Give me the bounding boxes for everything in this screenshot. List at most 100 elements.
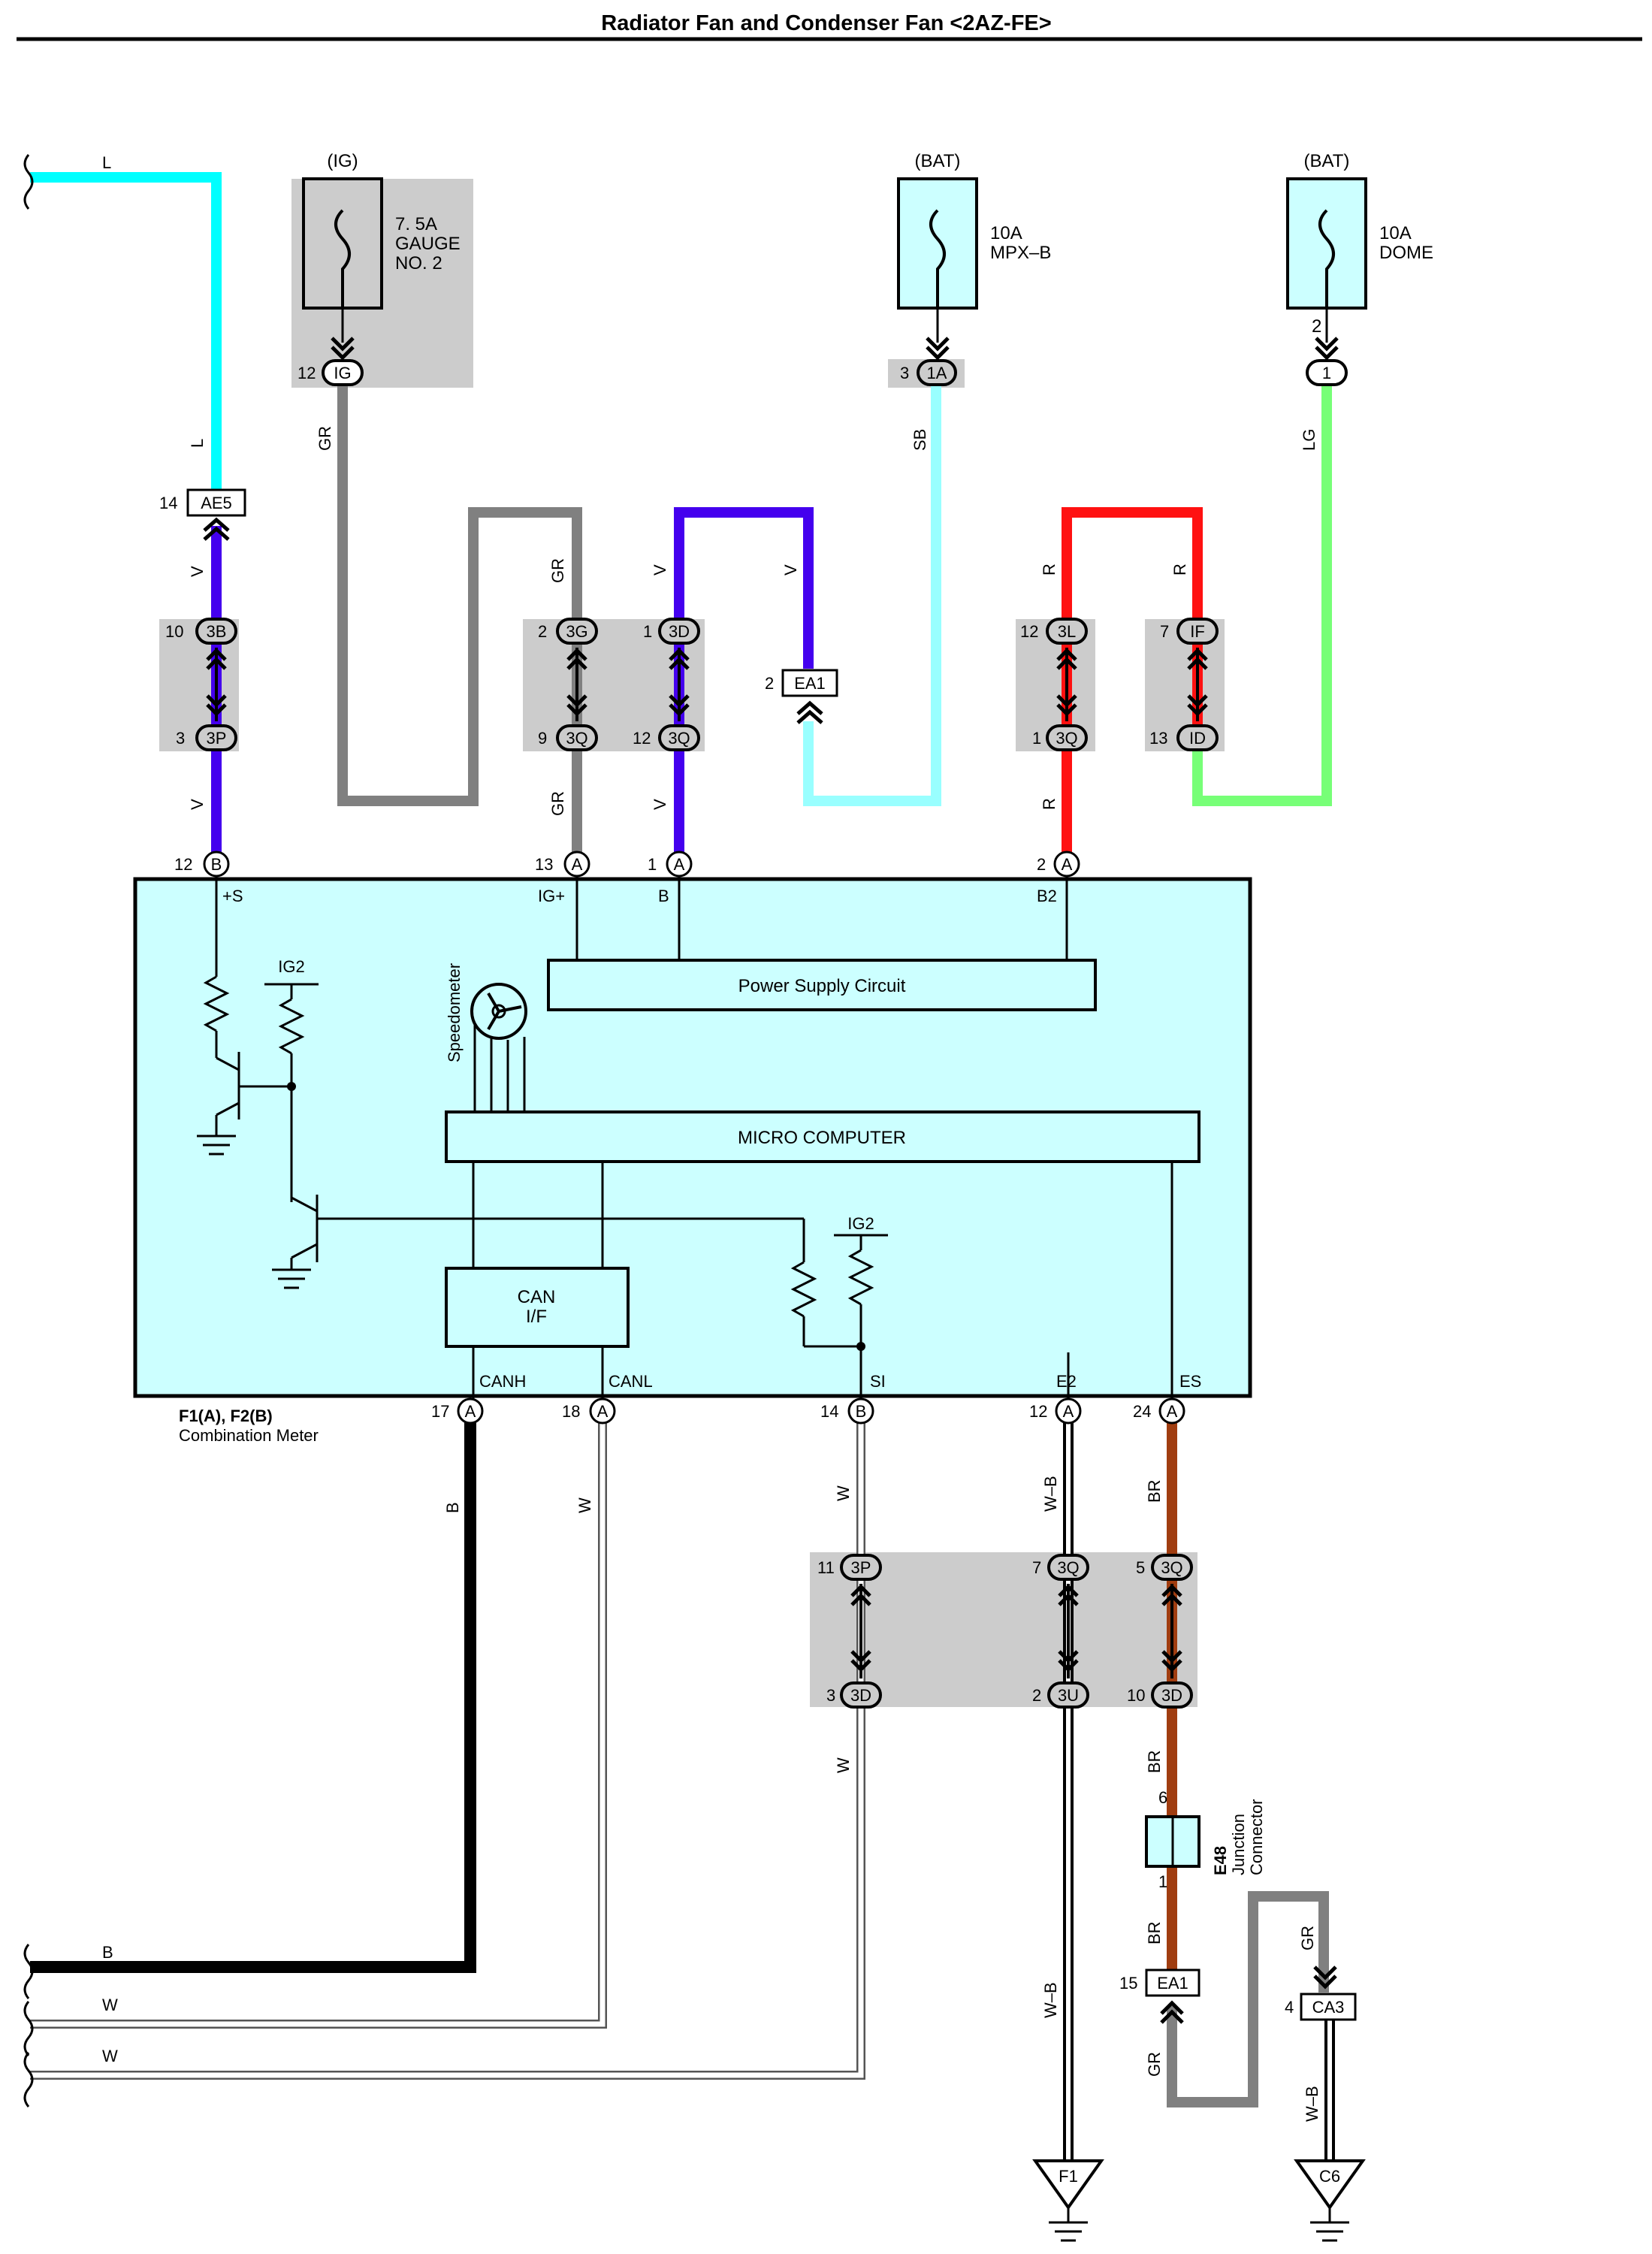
svg-text:CANL: CANL xyxy=(609,1372,653,1391)
meter-pin-plus-s: B 12 +S xyxy=(174,851,243,905)
svg-text:15: 15 xyxy=(1119,1974,1137,1993)
svg-text:W: W xyxy=(102,1996,118,2014)
connector-3L-3Q: 3L 12 3Q 1 xyxy=(1020,618,1088,751)
svg-text:B: B xyxy=(443,1502,462,1513)
svg-text:GR: GR xyxy=(316,426,334,451)
svg-text:12: 12 xyxy=(1020,622,1038,641)
connector-3B-3P: 3B 10 3P 3 xyxy=(165,618,237,751)
svg-text:GR: GR xyxy=(1298,1926,1317,1950)
svg-text:3: 3 xyxy=(826,1686,835,1705)
svg-text:7. 5A: 7. 5A xyxy=(395,214,437,234)
svg-text:A: A xyxy=(1063,1402,1074,1421)
svg-text:MPX–B: MPX–B xyxy=(990,243,1051,263)
svg-text:1: 1 xyxy=(1322,364,1331,382)
svg-text:3D: 3D xyxy=(1161,1686,1182,1705)
svg-text:4: 4 xyxy=(1285,1998,1294,2017)
svg-text:7: 7 xyxy=(1032,1558,1041,1577)
svg-text:10A: 10A xyxy=(1379,223,1412,243)
svg-text:L: L xyxy=(188,439,207,448)
page-title: Radiator Fan and Condenser Fan <2AZ-FE> xyxy=(601,11,1051,35)
svg-text:CANH: CANH xyxy=(479,1372,526,1391)
svg-text:18: 18 xyxy=(562,1402,580,1421)
svg-text:3Q: 3Q xyxy=(668,729,690,748)
junction-connector-e48: 6 1 E48 Junction Connector xyxy=(1145,1788,1266,1891)
svg-text:BR: BR xyxy=(1145,1479,1164,1503)
svg-text:W–B: W–B xyxy=(1041,1982,1060,2018)
wire-W-canl-outline xyxy=(30,1411,607,2029)
svg-text:1: 1 xyxy=(1158,1872,1167,1891)
svg-text:SB: SB xyxy=(911,429,929,451)
meter-pin-es: A 24 xyxy=(1133,1397,1185,1425)
svg-text:CA3: CA3 xyxy=(1312,1998,1345,2017)
svg-text:IG+: IG+ xyxy=(538,887,565,905)
svg-text:12: 12 xyxy=(174,855,192,874)
svg-text:2: 2 xyxy=(765,674,774,693)
svg-text:DOME: DOME xyxy=(1379,243,1433,263)
svg-text:A: A xyxy=(572,855,583,874)
svg-text:B2: B2 xyxy=(1037,887,1057,905)
svg-text:3D: 3D xyxy=(850,1686,871,1705)
wires xyxy=(30,172,1335,2164)
combination-meter: B 12 +S A 13 IG+ A 1 B A 2 B2 xyxy=(133,851,1252,1445)
inline-connectors: 3B 10 3P 3 3G 2 3Q 9 3D 1 3Q 12 xyxy=(165,618,1219,751)
fuse-mpx-b: (BAT) 10A MPX–B xyxy=(897,151,1051,361)
svg-text:12: 12 xyxy=(1029,1402,1047,1421)
svg-text:1: 1 xyxy=(643,622,652,641)
svg-text:B: B xyxy=(211,855,222,874)
svg-text:F1: F1 xyxy=(1059,2167,1078,2186)
svg-text:3Q: 3Q xyxy=(566,729,587,748)
svg-text:W–B: W–B xyxy=(1303,2086,1321,2122)
wire-B xyxy=(30,1411,476,1973)
speedometer-icon xyxy=(470,983,527,1040)
svg-text:3: 3 xyxy=(176,729,185,748)
svg-text:V: V xyxy=(651,564,669,576)
svg-text:14: 14 xyxy=(159,494,177,512)
svg-text:7: 7 xyxy=(1160,622,1169,641)
connector-1A: 1A 3 xyxy=(900,359,957,386)
wire-W-canl xyxy=(30,1411,606,2027)
svg-text:3Q: 3Q xyxy=(1057,1558,1079,1577)
svg-text:10: 10 xyxy=(165,622,183,641)
svg-text:V: V xyxy=(188,566,207,577)
svg-text:GAUGE: GAUGE xyxy=(395,234,461,254)
svg-text:(BAT): (BAT) xyxy=(1304,151,1350,171)
svg-text:EA1: EA1 xyxy=(1157,1974,1188,1993)
svg-text:IG2: IG2 xyxy=(278,957,304,976)
fuse-dome: (BAT) 10A DOME 2 xyxy=(1286,151,1433,361)
connector-3P-3D: 3P 11 3D 3 xyxy=(817,1554,882,1709)
svg-text:12: 12 xyxy=(297,364,316,382)
svg-text:(BAT): (BAT) xyxy=(915,151,961,171)
svg-text:MICRO COMPUTER: MICRO COMPUTER xyxy=(738,1128,906,1148)
svg-text:EA1: EA1 xyxy=(794,674,826,693)
svg-text:A: A xyxy=(1062,855,1073,874)
svg-text:1A: 1A xyxy=(927,364,947,382)
connector-3Q-3D: 3Q 5 3D 10 xyxy=(1127,1554,1193,1709)
svg-text:SI: SI xyxy=(870,1372,886,1391)
svg-text:1: 1 xyxy=(1032,729,1041,748)
svg-text:B: B xyxy=(658,887,669,905)
svg-text:BR: BR xyxy=(1145,1921,1164,1944)
svg-text:2: 2 xyxy=(1032,1686,1041,1705)
meter-pin-canl: A 18 xyxy=(562,1397,616,1425)
svg-text:GR: GR xyxy=(548,558,567,583)
wire-GR-ground xyxy=(1167,1891,1329,2107)
wire-labels: L L GR SB LG V V GR GR V V V R R R B W W… xyxy=(102,153,1321,2122)
svg-text:IG: IG xyxy=(334,364,351,382)
svg-text:12: 12 xyxy=(633,729,651,748)
svg-text:IF: IF xyxy=(1190,622,1205,641)
connector-3G-3Q: 3G 2 3Q 9 xyxy=(538,618,598,751)
connector-dome-1: 1 xyxy=(1306,359,1348,386)
svg-text:Connector: Connector xyxy=(1247,1799,1266,1875)
svg-text:GR: GR xyxy=(1145,2052,1164,2077)
svg-text:2: 2 xyxy=(1037,855,1046,874)
connector-CA3: CA3 4 xyxy=(1285,1965,1357,2021)
svg-text:NO. 2: NO. 2 xyxy=(395,253,442,273)
svg-text:2: 2 xyxy=(1312,316,1321,337)
svg-text:A: A xyxy=(597,1402,609,1421)
svg-text:E48: E48 xyxy=(1211,1846,1230,1875)
oval-connectors: IG 12 1A 3 1 xyxy=(297,359,1348,386)
ground-c6: C6 xyxy=(1294,2159,1366,2242)
svg-text:3P: 3P xyxy=(207,729,227,748)
fuse-gauge-no2: (IG) 7. 5A GAUGE NO. 2 xyxy=(302,151,461,361)
meter-pin-si: B 14 xyxy=(820,1397,874,1425)
